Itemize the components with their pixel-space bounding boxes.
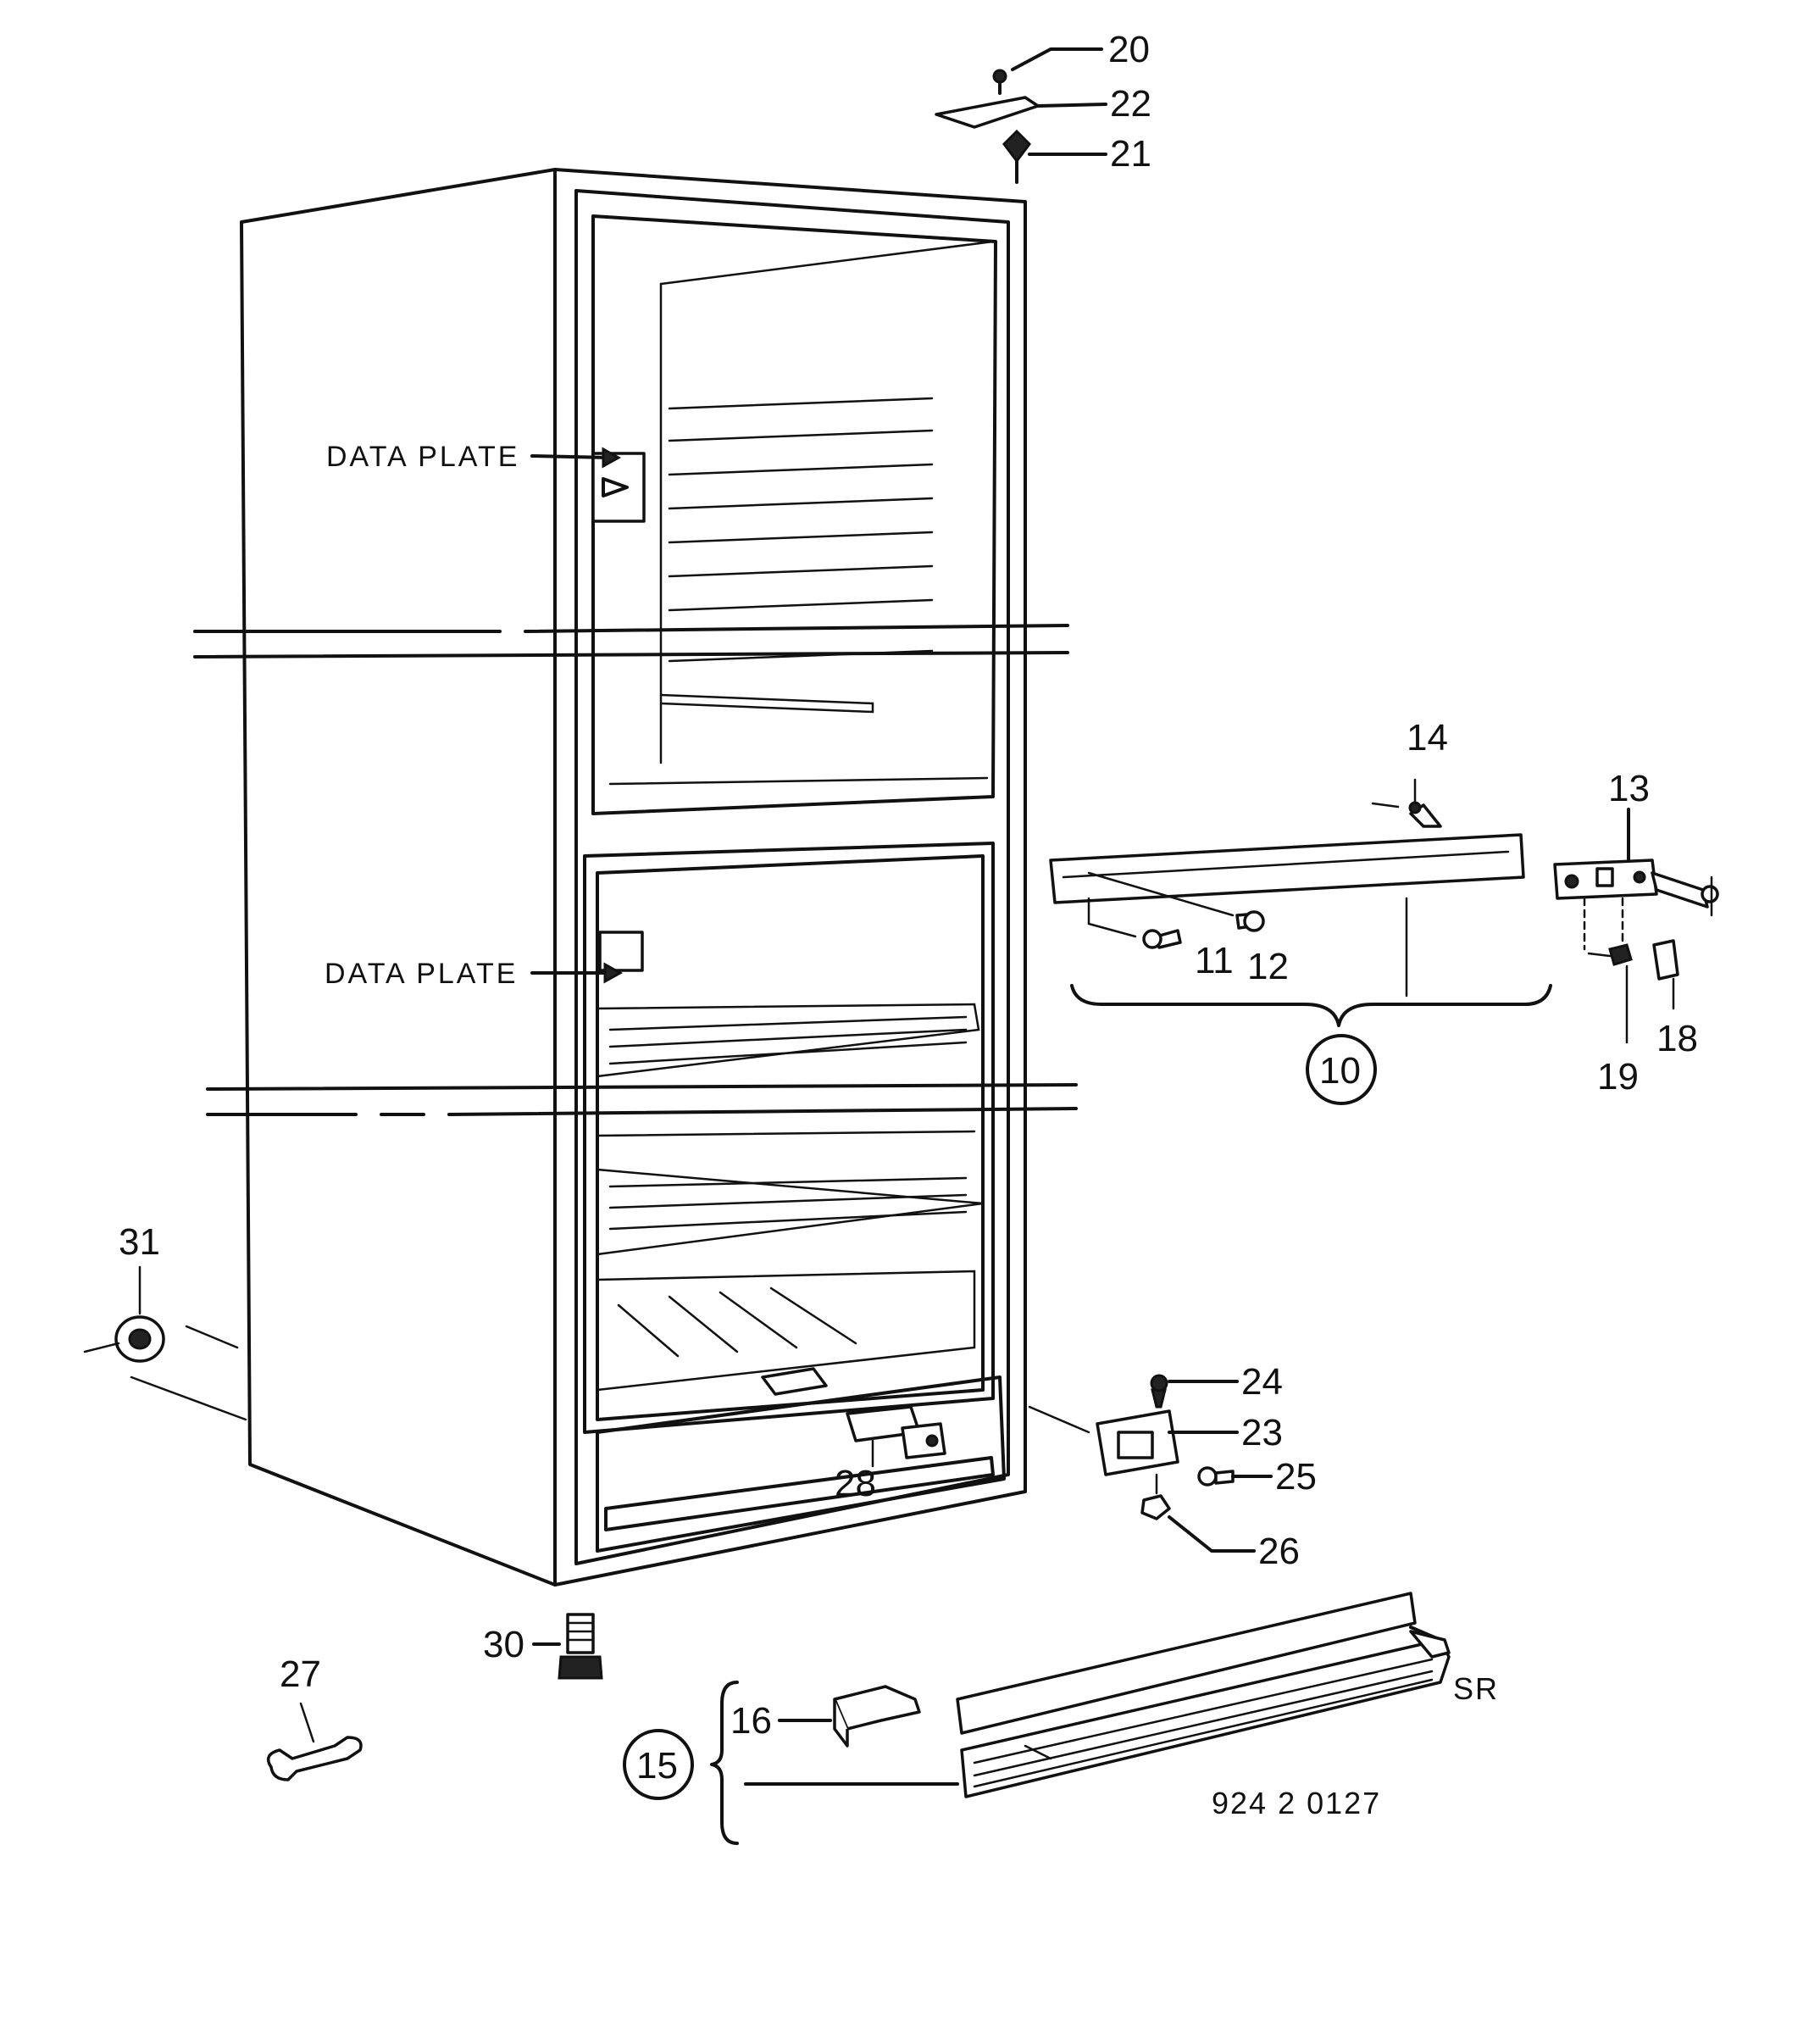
callout-15: 15 [636,1745,678,1787]
callout-21: 21 [1110,133,1151,175]
callout-13: 13 [1608,768,1650,809]
top-hinge-assembly [935,47,1107,184]
data-plate-label-lower: DATA PLATE [325,958,518,990]
callout-23: 23 [1241,1412,1283,1453]
drawer-catch-28 [846,1405,946,1468]
callout-19: 19 [1597,1056,1639,1098]
callout-10-circle [1306,1034,1377,1105]
callout-20: 20 [1108,29,1150,70]
callout-25: 25 [1275,1456,1317,1498]
callout-15-circle [623,1729,694,1800]
callout-27: 27 [280,1653,321,1695]
data-plate-label-upper: DATA PLATE [326,441,519,473]
callout-24: 24 [1241,1361,1283,1403]
cabinet [240,168,1027,1587]
adjustable-foot-30 [532,1613,603,1680]
callout-31: 31 [119,1221,160,1263]
wire-shelves [596,1003,984,1392]
callout-26: 26 [1258,1531,1300,1572]
wrench-27 [266,1702,363,1781]
callout-12: 12 [1247,946,1289,987]
freezer-shelves [659,397,934,714]
callout-30: 30 [483,1624,524,1665]
label-sr: SR [1453,1671,1499,1706]
data-plate-lower-box [598,931,644,972]
center-hinge-assembly [1049,778,1552,1027]
foot-31 [83,1265,247,1421]
callout-14: 14 [1407,717,1448,759]
callout-18: 18 [1656,1018,1698,1059]
callout-28: 28 [835,1463,876,1504]
drawing-code: 924 2 0127 [1212,1786,1381,1820]
data-plate-upper-box [591,452,646,523]
section-break-lines [193,624,1078,1116]
door-bar-assembly [623,1592,1451,1845]
callout-11: 11 [1195,940,1234,981]
callout-10: 10 [1319,1050,1361,1092]
hinge-plate-assembly [1553,859,1719,1044]
callout-16: 16 [730,1700,772,1742]
bottom-hinge-assembly [1028,1374,1273,1553]
callout-22: 22 [1110,83,1151,125]
